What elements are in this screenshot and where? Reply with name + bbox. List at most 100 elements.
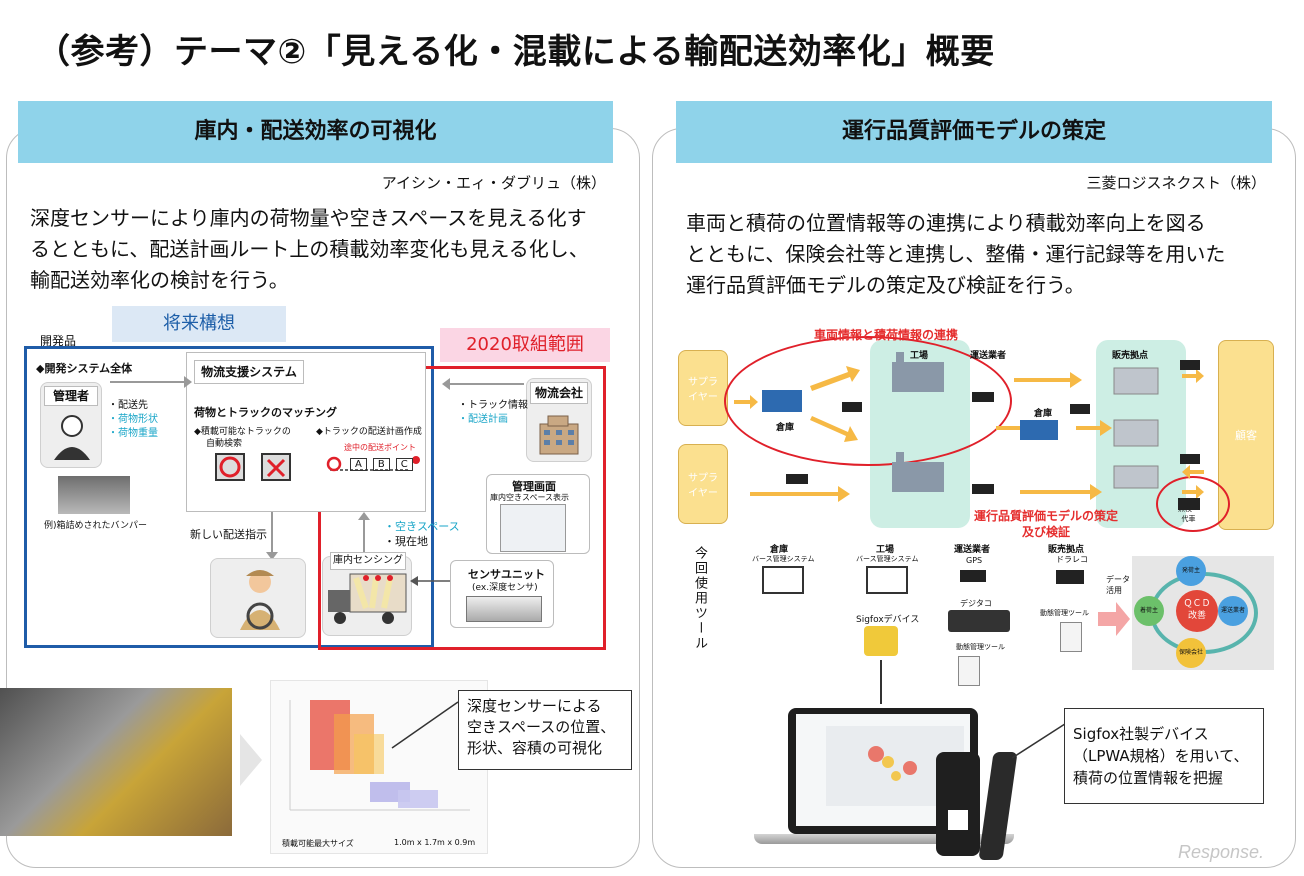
truck-cargo-photo xyxy=(0,688,232,836)
truck-info: ・トラック情報 xyxy=(458,400,528,411)
matching-graphic xyxy=(215,453,420,481)
blue-frame xyxy=(24,346,434,648)
matching-2: ◆トラックの配送計画作成 xyxy=(316,427,422,437)
qcd-node-2: 運送業者 xyxy=(1218,596,1248,626)
store-icons xyxy=(1113,367,1159,489)
space-chart-graphic xyxy=(289,700,470,811)
tool-1-sub: バース管理システム xyxy=(752,555,815,563)
tool-1-title: 倉庫 xyxy=(770,545,789,555)
support-system-box xyxy=(186,352,426,512)
chart-caption: 積載可能最大サイズ xyxy=(282,839,354,848)
logistics-label: 物流会社 xyxy=(530,382,588,404)
gps-truck-icon xyxy=(960,570,986,582)
arrow-manager-to-system xyxy=(110,376,192,388)
sigfox-device-photo xyxy=(936,752,980,856)
sensing-label: 庫内センシング xyxy=(330,552,406,570)
left-lead: 深度センサーにより庫内の荷物量や空きスペースを見える化す るとともに、配送計画ル… xyxy=(30,206,589,292)
right-company: 三菱ロジスネクスト（株） xyxy=(1086,174,1266,192)
arrow-up xyxy=(358,512,370,556)
route-point-c: C xyxy=(395,458,413,471)
route-start-icon xyxy=(326,456,342,472)
arrow-down xyxy=(266,512,278,560)
admin-screen-sub: 庫内空きスペース表示 xyxy=(490,493,570,502)
admin-screen-title: 管理画面 xyxy=(512,480,556,493)
sensor-unit-sub: (ex.深度センサ) xyxy=(472,583,538,593)
supplier-box-1: サプラ イヤー xyxy=(678,350,728,426)
support-system-label: 物流支援システム xyxy=(194,360,304,384)
model-label: 運行品質評価モデルの策定 及び検証 xyxy=(974,509,1119,539)
ok-mark-icon xyxy=(219,456,241,478)
left-heading: 庫内・配送効率の可視化 xyxy=(18,101,613,163)
flow-graphic xyxy=(734,352,1204,510)
matching-title: 荷物とトラックのマッチング xyxy=(194,406,337,419)
route-point-b: B xyxy=(372,458,390,471)
tool-2-title: 工場 xyxy=(876,545,895,555)
new-instruction: 新しい配送指示 xyxy=(190,528,267,541)
dev-label: 開発品 xyxy=(40,334,77,348)
scope-label: 2020取組範囲 xyxy=(440,328,610,362)
warehouse-label-2: 倉庫 xyxy=(1034,409,1053,419)
bumper-photo xyxy=(58,476,130,514)
qcd-node-3: 保険会社 xyxy=(1176,638,1206,668)
sigfox-note: Sigfox社製デバイス （LPWA規格）を用いて、 積荷の位置情報を把握 xyxy=(1064,708,1264,804)
arrow-sensor xyxy=(410,576,450,586)
dev-system-label: ◆開発システム全体 xyxy=(36,362,133,375)
truck-sensing-icon xyxy=(328,573,407,624)
sigfox-callout-line xyxy=(1011,721,1069,759)
data-use-label: データ 活用 xyxy=(1106,575,1130,595)
qcd-node-1: 発荷主 xyxy=(1176,556,1206,586)
sensor-unit-title: センサユニット xyxy=(468,568,545,581)
tool-3-sub: GPS xyxy=(966,556,983,565)
qcd-node-4: 着荷主 xyxy=(1134,596,1164,626)
right-heading: 運行品質評価モデルの策定 xyxy=(676,101,1272,163)
chevron-right-icon xyxy=(240,734,262,786)
route-points: A B C xyxy=(350,458,413,471)
route-end-icon xyxy=(412,456,420,464)
delivery-plan: ・配送計画 xyxy=(458,414,508,425)
tool-4-title: 販売拠点 xyxy=(1048,545,1085,555)
viz-note: 深度センサーによる 空きスペースの位置、 形状、容積の可視化 xyxy=(458,690,632,770)
tool-3-title: 運送業者 xyxy=(954,545,991,555)
manager-item-3: ・荷物重量 xyxy=(108,428,158,439)
inspection-ellipse xyxy=(1156,476,1230,532)
connector-line xyxy=(880,660,882,704)
arrow-company-to-system xyxy=(442,378,524,390)
bumper-caption: 例)箱詰めされたバンパー xyxy=(44,521,147,531)
link-label: 車両情報と積荷情報の連携 xyxy=(814,328,959,342)
space-item-2: ・現在地 xyxy=(384,535,428,548)
page-title: （参考）テーマ②「見える化・混載による輸配送効率化」概要 xyxy=(36,32,995,72)
tools-label: 今回使用ツール xyxy=(692,546,707,651)
qcd-center: ＱＣＤ 改善 xyxy=(1176,590,1218,632)
manager-item-2: ・荷物形状 xyxy=(108,414,158,425)
truck-icons xyxy=(786,360,1200,510)
right-lead: 車両と積荷の位置情報等の連携により積載効率向上を図る とともに、保険会社等と連携… xyxy=(686,211,1226,297)
matching-1b: 自動検索 xyxy=(206,439,243,449)
sensor-unit-photo xyxy=(466,596,542,622)
future-label: 将来構想 xyxy=(112,306,286,342)
digitaco-label: デジタコ xyxy=(960,599,992,608)
driver-icon xyxy=(240,570,280,630)
laptop-base xyxy=(754,834,1014,844)
manager-item-1: ・配送先 xyxy=(108,400,148,411)
warehouse-icon-2 xyxy=(1020,420,1058,440)
sigfox-device-icon xyxy=(864,626,898,656)
ops-tool-2: 動態管理ツール xyxy=(1040,609,1089,617)
factory-label: 工場 xyxy=(910,351,929,361)
watermark: Response. xyxy=(1178,842,1265,862)
ng-mark-icon xyxy=(266,458,286,478)
admin-screen-thumb xyxy=(500,504,566,552)
manager-label: 管理者 xyxy=(44,386,98,406)
space-item-1: ・空きスペース xyxy=(384,520,460,533)
carrier-label: 運送業者 xyxy=(970,351,1007,361)
factory-icon xyxy=(892,352,944,392)
building-icon xyxy=(539,415,579,455)
manager-icon xyxy=(54,415,90,460)
ops-tool-1: 動態管理ツール xyxy=(956,643,1005,651)
sigfox-device-label: Sigfoxデバイス xyxy=(856,615,920,625)
callout-line xyxy=(391,701,459,749)
matching-1: ◆積載可能なトラックの xyxy=(194,427,291,437)
tool-2-monitor-icon xyxy=(866,566,908,594)
phone-app-icon-2 xyxy=(1060,622,1082,652)
tool-1-monitor-icon xyxy=(762,566,804,594)
qr-code-icon xyxy=(948,810,968,830)
